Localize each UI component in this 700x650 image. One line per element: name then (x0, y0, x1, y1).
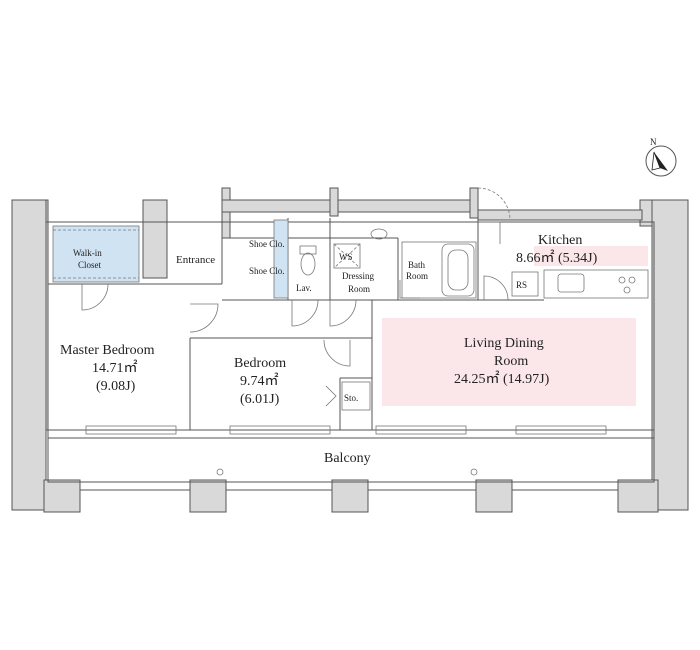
bedroom-name: Bedroom (234, 356, 286, 371)
bedroom-area: 9.74㎡ (240, 373, 279, 389)
shoe-closet-label-2: Shoe Clo. (249, 266, 285, 276)
storage-label: Sto. (344, 393, 358, 403)
windows (80, 425, 618, 491)
kitchen-highlight (534, 246, 648, 266)
stove-icon (618, 276, 626, 284)
interior-walls (47, 218, 655, 483)
master-bedroom-area: 14.71㎡ (92, 360, 138, 376)
doors (81, 187, 511, 407)
dressing-room-label-1: Dressing (342, 271, 374, 281)
compass-label: N (650, 137, 657, 147)
lavatory-label: Lav. (296, 283, 312, 293)
ws-label: WS (339, 252, 353, 262)
bathtub-icon (441, 243, 475, 297)
bath-room-area (401, 241, 477, 299)
ws-box (333, 243, 361, 269)
entrance-label: Entrance (176, 254, 215, 266)
north-arrow-icon: N (645, 137, 677, 177)
shoe-closet-label-1: Shoe Clo. (249, 239, 285, 249)
master-bedroom-name: Master Bedroom (60, 343, 155, 358)
kitchen-sink-icon (557, 273, 585, 293)
walk-in-closet-area (52, 225, 140, 283)
shoe-closet-area (273, 219, 289, 299)
bath-room-label-1: Bath (408, 260, 425, 270)
walk-in-closet-label-2: Closet (78, 260, 102, 270)
master-bedroom-jo: (9.08J) (96, 379, 136, 394)
living-dining-label-1: Living Dining (464, 336, 544, 351)
toilet-icon (300, 252, 316, 276)
kitchen-name: Kitchen (538, 233, 582, 248)
exterior-walls (11, 187, 689, 513)
living-dining-label-2: Room (494, 354, 528, 369)
walk-in-closet-label-1: Walk-in (73, 248, 102, 258)
living-dining-highlight (382, 318, 636, 406)
bath-room-label-2: Room (406, 271, 428, 281)
balcony-label: Balcony (324, 451, 371, 466)
living-dining-area: 24.25㎡ (14.97J) (454, 371, 550, 387)
bedroom-jo: (6.01J) (240, 392, 280, 407)
dressing-room-label-2: Room (348, 284, 370, 294)
washbasin-icon (370, 228, 388, 240)
rs-box (511, 271, 539, 297)
kitchen-counter (543, 269, 649, 299)
storage-area (341, 381, 371, 411)
kitchen-area: 8.66㎡ (5.34J) (516, 250, 598, 266)
rs-label: RS (516, 280, 527, 290)
